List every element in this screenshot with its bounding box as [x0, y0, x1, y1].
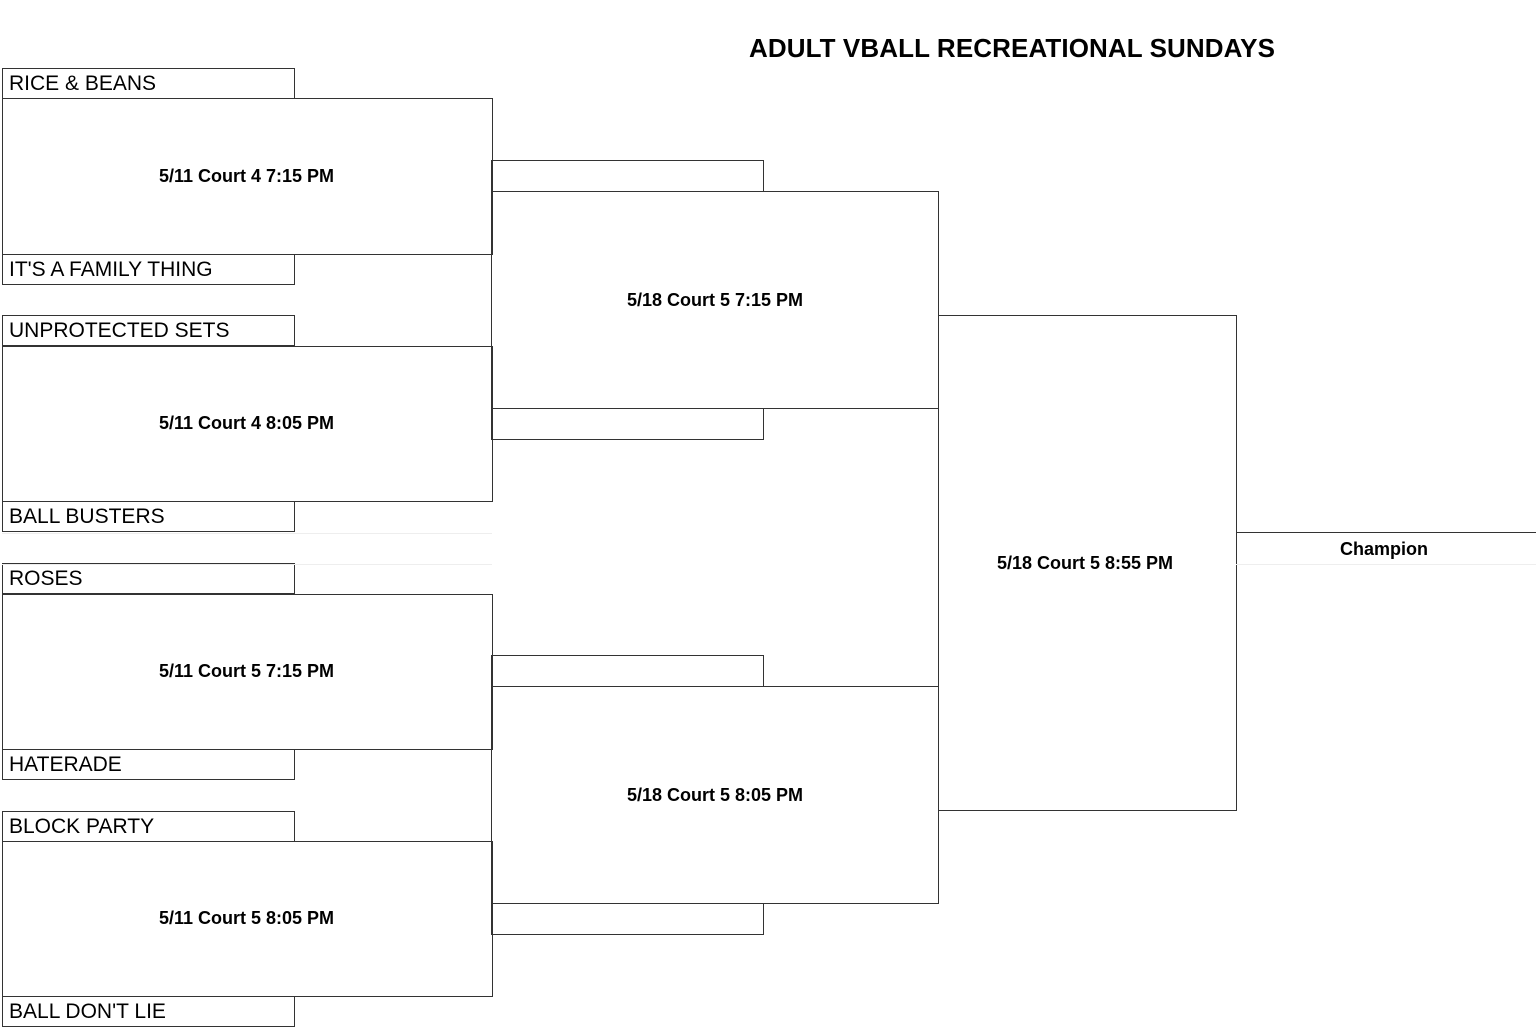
- round1-game-label-3: 5/11 Court 5 7:15 PM: [158, 661, 335, 681]
- round2-slot-2: [491, 408, 764, 440]
- team-slot-6: HATERADE: [2, 749, 295, 780]
- round2-slot-3: [491, 655, 764, 687]
- final-match-box: [938, 315, 1237, 811]
- round2-game-label-2: 5/18 Court 5 8:05 PM: [626, 785, 804, 805]
- round2-game-label-1: 5/18 Court 5 7:15 PM: [626, 290, 804, 310]
- round1-match-box-1: [2, 98, 493, 255]
- round1-game-label-4: 5/11 Court 5 8:05 PM: [158, 908, 335, 928]
- team-slot-4: BALL BUSTERS: [2, 501, 295, 532]
- champion-underline: [1236, 564, 1536, 565]
- round2-match-box-1: [491, 191, 939, 409]
- bracket-title: ADULT VBALL RECREATIONAL SUNDAYS: [748, 33, 1276, 63]
- round2-slot-4: [491, 903, 764, 935]
- team-slot-2: IT'S A FAMILY THING: [2, 254, 295, 285]
- team-slot-5: ROSES: [2, 563, 295, 594]
- round1-match-box-2: [2, 346, 493, 502]
- final-game-label: 5/18 Court 5 8:55 PM: [996, 553, 1174, 573]
- round1-match-box-4: [2, 841, 493, 997]
- round1-game-label-1: 5/11 Court 4 7:15 PM: [158, 166, 335, 186]
- team-slot-3: UNPROTECTED SETS: [2, 315, 295, 346]
- round2-slot-1: [491, 160, 764, 192]
- grid-line: [2, 564, 492, 565]
- team-slot-8: BALL DON'T LIE: [2, 996, 295, 1027]
- champion-label: Champion: [1340, 539, 1428, 559]
- round1-match-box-3: [2, 594, 493, 750]
- team-slot-1: RICE & BEANS: [2, 68, 295, 99]
- grid-line: [2, 533, 492, 534]
- round1-game-label-2: 5/11 Court 4 8:05 PM: [158, 413, 335, 433]
- champion-line: [1236, 532, 1536, 533]
- team-slot-7: BLOCK PARTY: [2, 811, 295, 842]
